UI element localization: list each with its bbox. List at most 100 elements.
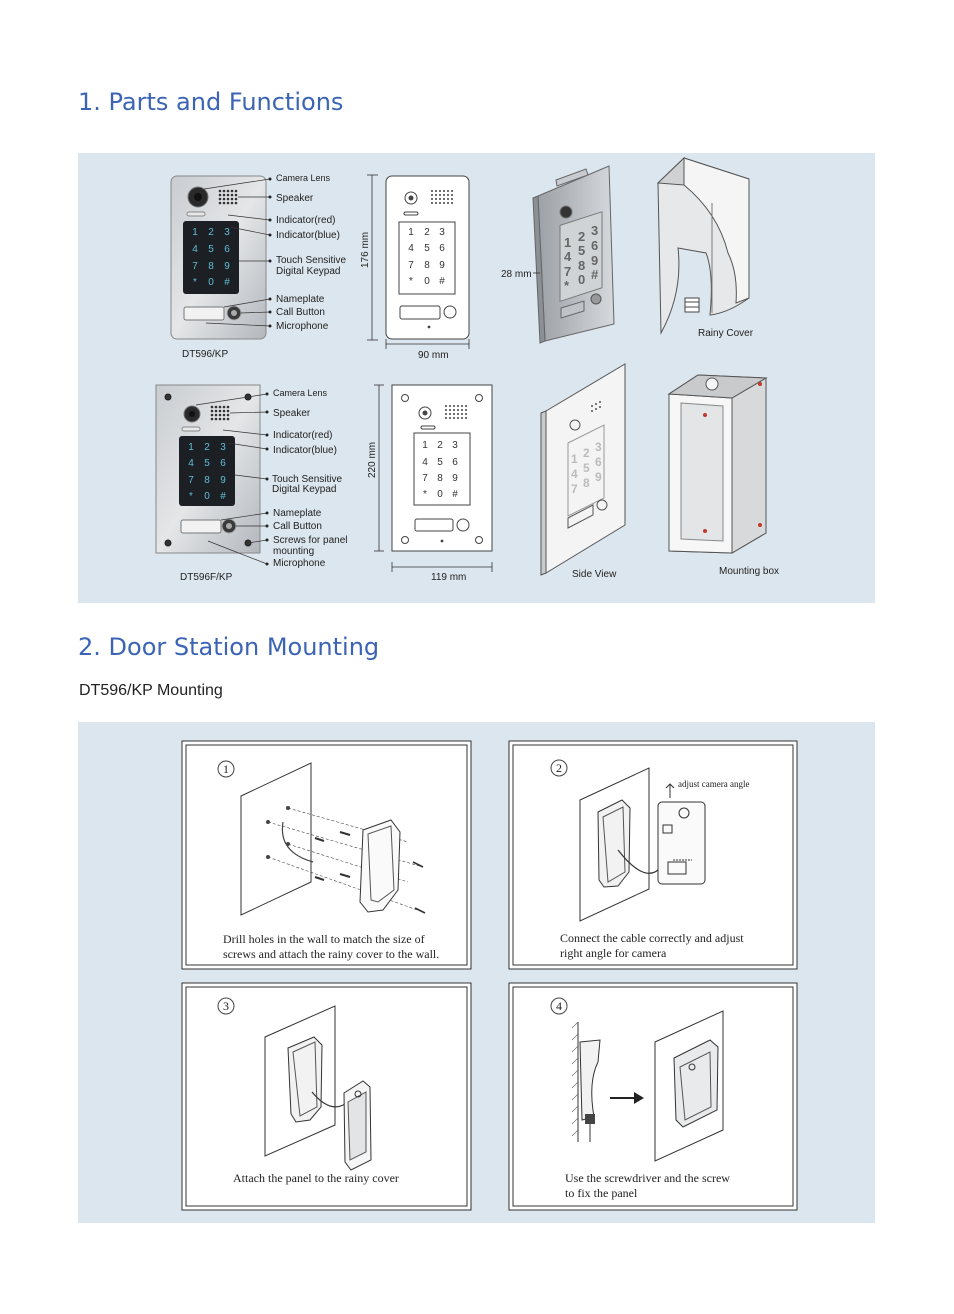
svg-text:#: # [220,491,226,502]
svg-text:3: 3 [591,223,598,238]
svg-text:9: 9 [220,475,226,486]
label-camera-lens: Camera Lens [276,173,331,183]
dim-depth-28: 28 mm [501,269,532,280]
svg-text:7: 7 [188,475,194,486]
svg-text:2: 2 [204,442,210,453]
step-2-number: 2 [556,761,562,775]
step-4-number: 4 [556,999,562,1013]
svg-text:1: 1 [408,227,414,238]
svg-text:4: 4 [408,243,414,254]
svg-text:7: 7 [408,260,414,271]
svg-text:3: 3 [595,440,602,454]
svg-text:5: 5 [583,461,590,475]
svg-text:*: * [564,278,570,293]
step-1-number: 1 [223,762,229,776]
label2-mounting: mounting [273,546,314,557]
svg-text:#: # [452,489,458,500]
label2-speaker: Speaker [273,408,311,419]
svg-text:8: 8 [204,475,210,486]
svg-text:0: 0 [578,272,585,287]
svg-text:7: 7 [564,264,571,279]
label-microphone: Microphone [276,321,329,332]
speaker-grille [218,189,238,205]
label-digital-keypad: Digital Keypad [276,266,340,277]
svg-text:6: 6 [591,238,598,253]
label-indicator-blue: Indicator(blue) [276,230,340,241]
svg-text:5: 5 [578,243,585,258]
svg-text:4: 4 [422,457,428,468]
step-2-line1: Connect the cable correctly and adjust [560,931,744,945]
label-touch-sensitive: Touch Sensitive [276,255,346,266]
dt596fkp-device [155,384,261,554]
svg-text:3: 3 [224,227,230,238]
svg-text:0: 0 [424,276,430,287]
label2-indicator-blue: Indicator(blue) [273,445,337,456]
label-nameplate: Nameplate [276,294,325,305]
keypad [183,221,239,294]
label2-nameplate: Nameplate [273,508,322,519]
svg-text:2: 2 [578,229,585,244]
svg-text:#: # [591,267,599,282]
svg-text:8: 8 [437,473,443,484]
svg-text:2: 2 [437,440,443,451]
dim-width-119: 119 mm [431,572,466,583]
svg-text:2: 2 [208,227,214,238]
subtitle-dt596kp-mounting: DT596/KP Mounting [79,682,223,699]
svg-text:6: 6 [220,458,226,469]
svg-text:*: * [193,277,197,288]
svg-text:8: 8 [583,476,590,490]
step-4-line2: to fix the panel [565,1186,638,1200]
label2-microphone: Microphone [273,558,326,569]
svg-text:3: 3 [220,442,226,453]
svg-text:#: # [439,276,445,287]
mounting-steps-panel: 1 Drill holes in the wall to match the s… [78,722,875,1223]
svg-text:3: 3 [452,440,458,451]
svg-text:6: 6 [452,457,458,468]
model-dt596kp: DT596/KP [182,349,228,360]
svg-text:0: 0 [437,489,443,500]
step-1-line1: Drill holes in the wall to match the siz… [223,932,425,946]
label2-camera-lens: Camera Lens [273,388,328,398]
dt596kp-device [170,175,267,340]
svg-text:0: 0 [204,491,210,502]
step-3-box: 3 Attach the panel to the rainy cover [181,982,472,1211]
svg-text:1: 1 [192,227,198,238]
svg-text:*: * [423,489,427,500]
svg-text:4: 4 [192,244,198,255]
dt596kp-drawing [385,175,470,340]
dim-width-90: 90 mm [418,350,449,361]
section-title-mounting: 2. Door Station Mounting [78,633,380,661]
svg-text:2: 2 [424,227,430,238]
dim-height-176: 176 mm [360,232,371,268]
svg-text:8: 8 [424,260,430,271]
svg-text:4: 4 [571,467,578,481]
note-adjust-camera-angle: adjust camera angle [678,779,749,789]
svg-text:7: 7 [192,261,198,272]
svg-text:9: 9 [439,260,445,271]
rainy-cover [656,156,750,335]
label-side-view: Side View [572,569,617,580]
label-call-button: Call Button [276,307,325,318]
mounting-box [667,374,768,554]
svg-text:*: * [189,491,193,502]
step-3-line1: Attach the panel to the rainy cover [233,1171,399,1185]
label-speaker: Speaker [276,193,314,204]
svg-text:8: 8 [208,261,214,272]
label2-call-button: Call Button [273,521,322,532]
label-mounting-box: Mounting box [719,566,779,577]
svg-text:5: 5 [437,457,443,468]
label-rainy-cover: Rainy Cover [698,328,754,339]
step-4-box: 4 Use the screwdriver and the screw to f… [508,982,798,1211]
step-3-number: 3 [223,999,229,1013]
svg-text:7: 7 [422,473,428,484]
svg-text:1: 1 [571,452,578,466]
svg-text:7: 7 [571,482,578,496]
